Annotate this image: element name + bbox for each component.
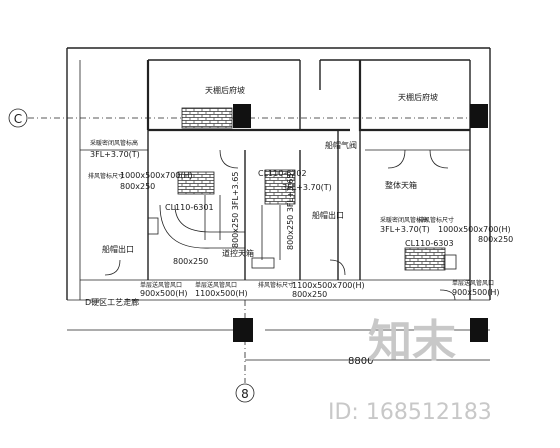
door-arc-4 xyxy=(329,259,346,276)
fitting-left xyxy=(177,171,215,195)
duct-runs xyxy=(147,195,457,270)
room-center: 道控天箱 xyxy=(222,248,254,258)
duct-riser-2 xyxy=(261,205,281,260)
bot-label-1: 单层送风管风口 xyxy=(140,281,182,289)
watermark: 知末 ID: 168512183 xyxy=(328,316,492,425)
grid-label-c: C xyxy=(14,112,22,126)
room-dividers xyxy=(80,149,470,281)
fitting-top xyxy=(181,107,233,129)
duct-curve-outer xyxy=(159,204,245,249)
bot-3b: 800x250 xyxy=(292,290,327,299)
grid-bubble-c xyxy=(8,108,28,128)
column-1 xyxy=(233,104,251,128)
fl-right-label: 采暖密闭风管标高 xyxy=(380,216,428,224)
hatched-fittings xyxy=(177,107,446,271)
watermark-logo: 知末 xyxy=(368,316,456,367)
fl-right-size-label: 排风管标尺寸 xyxy=(418,216,454,224)
bot-label-2: 单层送风管风口 xyxy=(195,281,237,289)
bot-3: 1100x500x700(H) xyxy=(292,281,365,290)
bot-1: 900x500(H) xyxy=(140,289,188,298)
door-arc-3 xyxy=(219,149,239,169)
grid-bubble-8 xyxy=(235,383,255,403)
vertical-walls xyxy=(147,130,361,280)
shaft-wall xyxy=(299,60,321,130)
fl-left-size: 1000x500x700(H) xyxy=(120,171,193,180)
room-exhaust: 船帽气阀 xyxy=(325,140,357,150)
fitting-center xyxy=(264,169,296,205)
column-3 xyxy=(233,318,253,342)
room-left: 船帽出口 xyxy=(102,244,134,254)
columns xyxy=(233,104,488,342)
duct-cl1: CL110-6301 xyxy=(165,203,214,212)
bot-label-3: 排风管标尺寸 xyxy=(258,281,294,289)
duct-curve-inner xyxy=(174,204,245,233)
grid-label-8: 8 xyxy=(241,387,249,401)
door-arc-6 xyxy=(439,289,456,301)
damper-left xyxy=(147,217,159,235)
column-2 xyxy=(470,104,488,128)
duct-800: 800x250 xyxy=(173,257,208,266)
duct-annotations: CL110-6301 CL110-6202 CL110-6303 采暖密闭风管标… xyxy=(88,139,513,299)
room-center-right: 船帽出口 xyxy=(312,210,344,220)
bot-2: 1100x500(H) xyxy=(195,289,248,298)
fitting-right xyxy=(404,247,446,271)
fl-right: 3FL+3.70(T) xyxy=(380,225,430,234)
room-top-right: 天棚后府坡 xyxy=(398,92,438,102)
damper-center xyxy=(251,257,275,269)
fl-left-size-label: 排风管标尺寸 xyxy=(88,172,124,180)
door-arc-5 xyxy=(104,259,121,276)
column-4 xyxy=(470,318,488,342)
room-corridor: D硬区工艺走廊 xyxy=(85,297,139,307)
room-top-left: 天棚后府坡 xyxy=(205,85,245,95)
fl-left-label: 采暖密闭风管标高 xyxy=(90,139,138,147)
room-right: 整体天箱 xyxy=(385,180,417,190)
duct-cl2: CL110-6202 xyxy=(258,169,307,178)
fl-left-size2: 800x250 xyxy=(120,182,155,191)
outer-wall xyxy=(66,47,491,300)
fl-mid: 3FL+3.70(T) xyxy=(282,183,332,192)
duct-vert-1: 800x250 3FL+3.65 xyxy=(231,172,240,248)
dimension-8800: 8800 xyxy=(348,356,373,367)
bot-label-4: 单层送风管风口 xyxy=(452,279,494,287)
duct-cl3: CL110-6303 xyxy=(405,239,454,248)
duct-vert-2: 800x250 3FL+3.65 xyxy=(286,174,295,250)
watermark-id: ID: 168512183 xyxy=(328,400,492,425)
fl-left: 3FL+3.70(T) xyxy=(90,150,140,159)
bot-4: 900x500(H) xyxy=(452,288,500,297)
duct-riser-1 xyxy=(204,195,221,240)
center-walls xyxy=(244,150,301,280)
door-arc-2 xyxy=(429,149,449,169)
fl-right-size2: 800x250 xyxy=(478,235,513,244)
walls xyxy=(66,47,491,331)
fl-right-size: 1000x500x700(H) xyxy=(438,225,511,234)
room-labels: 天棚后府坡 天棚后府坡 船帽气阀 船帽出口 道控天箱 整体天箱 船帽出口 D硬区… xyxy=(85,85,438,307)
damper-right xyxy=(443,254,457,270)
door-arc-1 xyxy=(387,149,406,169)
